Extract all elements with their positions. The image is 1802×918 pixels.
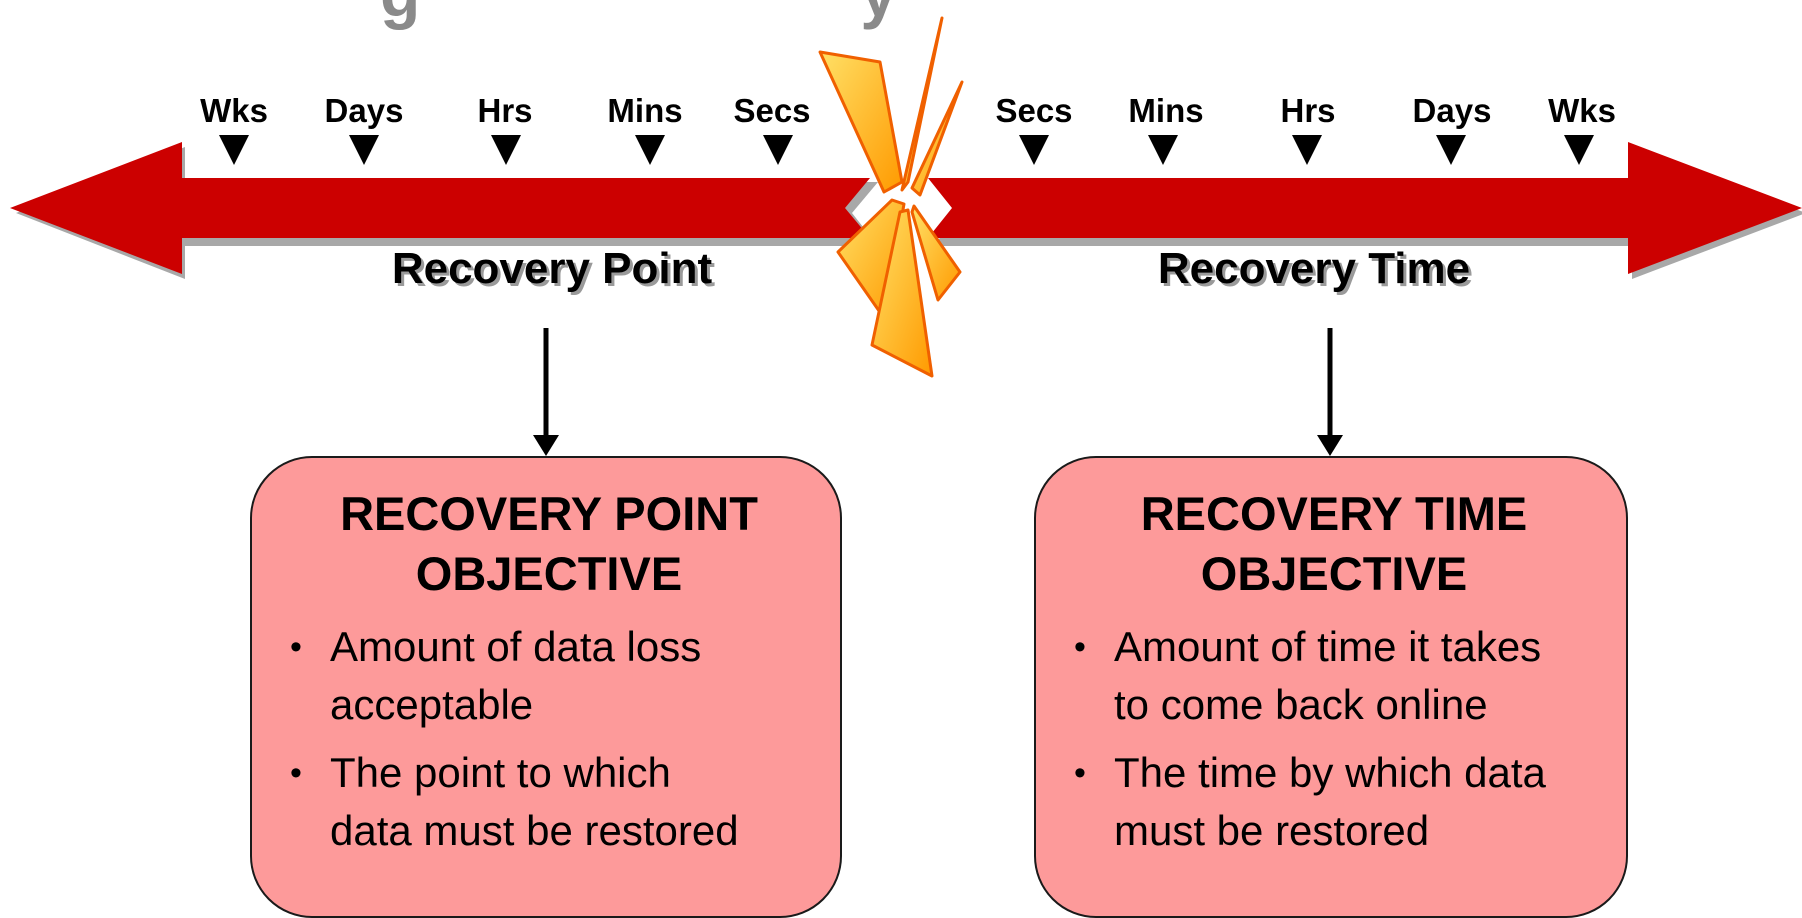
tick-marker-icon <box>1019 135 1049 165</box>
recovery-time-label-shadow: Recovery Time <box>1161 247 1473 296</box>
rpo-heading: RECOVERY POINT OBJECTIVE <box>286 484 812 604</box>
left-arrow <box>10 142 870 274</box>
rto-heading-line2: OBJECTIVE <box>1200 547 1468 600</box>
rto-bullet-2-line1: The time by which data <box>1114 749 1546 796</box>
rto-box: RECOVERY TIME OBJECTIVE • Amount of time… <box>1034 456 1628 918</box>
rpo-heading-line2: OBJECTIVE <box>415 547 683 600</box>
tick-marker-icon <box>1564 135 1594 165</box>
left-tick-label-days: Days <box>325 92 404 129</box>
rto-bullet-list: • Amount of time it takes to come back o… <box>1070 618 1598 860</box>
left-tick-label-hrs: Hrs <box>477 92 532 129</box>
left-tick-label-wks: Wks <box>200 92 268 129</box>
rpo-bullet-list: • Amount of data loss acceptable • The p… <box>286 618 812 860</box>
tick-marker-icon <box>635 135 665 165</box>
tick-marker-icon <box>1148 135 1178 165</box>
recovery-time-label: Recovery Time <box>1158 244 1470 293</box>
right-tick-label-hrs: Hrs <box>1280 92 1335 129</box>
rto-heading: RECOVERY TIME OBJECTIVE <box>1070 484 1598 604</box>
tick-marker-icon <box>349 135 379 165</box>
bullet-icon: • <box>290 754 302 792</box>
tick-marker-icon <box>763 135 793 165</box>
tick-marker-icon <box>491 135 521 165</box>
left-tick-label-mins: Mins <box>607 92 682 129</box>
right-tick-labels: Secs Mins Hrs Days Wks <box>995 92 1615 129</box>
slide-title-fragment: g y <box>380 0 897 30</box>
rpo-bullet-2-line2: data must be restored <box>330 807 739 854</box>
rto-heading-line1: RECOVERY TIME <box>1140 487 1528 540</box>
rpo-bullet-1-line1: Amount of data loss <box>330 623 702 670</box>
burst-icon <box>818 16 964 378</box>
tick-marker-icon <box>1292 135 1322 165</box>
list-item: • Amount of data loss acceptable <box>286 618 812 734</box>
right-tick-label-mins: Mins <box>1128 92 1203 129</box>
tick-marker-icon <box>219 135 249 165</box>
right-arrow <box>928 142 1802 274</box>
left-tick-label-secs: Secs <box>733 92 810 129</box>
right-tick-label-wks: Wks <box>1548 92 1616 129</box>
tick-markers <box>219 135 1594 165</box>
rpo-connector-arrow <box>533 328 559 456</box>
rpo-bullet-1-line2: acceptable <box>330 681 534 728</box>
left-tick-labels: Wks Days Hrs Mins Secs <box>200 92 810 129</box>
bullet-icon: • <box>290 628 302 666</box>
rto-bullet-2-line2: must be restored <box>1114 807 1430 854</box>
rpo-bullet-2-line1: The point to which <box>330 749 671 796</box>
list-item: • The time by which data must be restore… <box>1070 744 1598 860</box>
rpo-box: RECOVERY POINT OBJECTIVE • Amount of dat… <box>250 456 842 918</box>
rto-bullet-1-line2: to come back online <box>1114 681 1488 728</box>
right-tick-label-days: Days <box>1413 92 1492 129</box>
recovery-point-label-shadow: Recovery Point <box>395 247 716 296</box>
rpo-heading-line1: RECOVERY POINT <box>340 487 758 540</box>
bullet-icon: • <box>1074 754 1086 792</box>
bullet-icon: • <box>1074 628 1086 666</box>
rto-connector-arrow <box>1317 328 1343 456</box>
list-item: • Amount of time it takes to come back o… <box>1070 618 1598 734</box>
rto-bullet-1-line1: Amount of time it takes <box>1114 623 1542 670</box>
tick-marker-icon <box>1436 135 1466 165</box>
list-item: • The point to which data must be restor… <box>286 744 812 860</box>
recovery-point-label: Recovery Point <box>392 244 713 293</box>
right-tick-label-secs: Secs <box>995 92 1072 129</box>
